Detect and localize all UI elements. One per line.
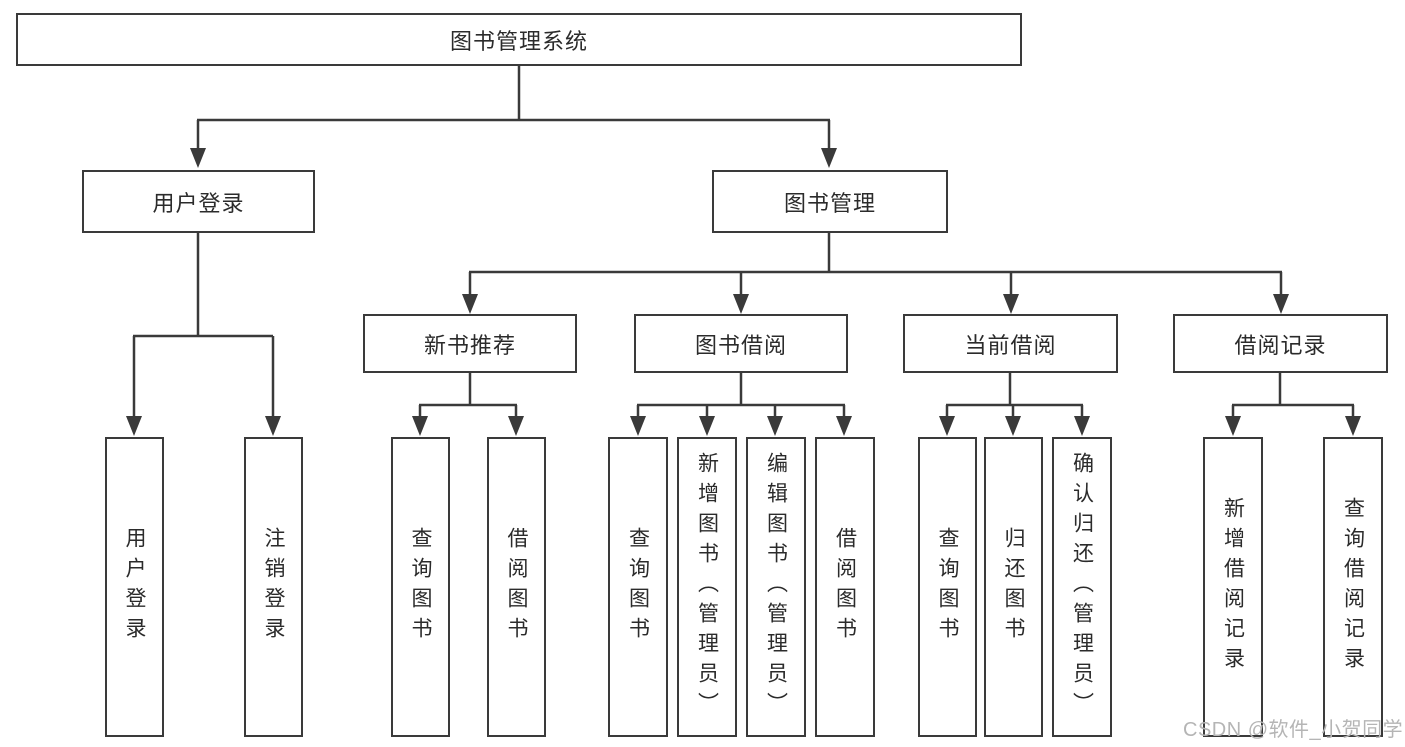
node-borrow-record: 借阅记录 — [1173, 314, 1388, 373]
csdn-watermark: CSDN @软件_小贺同学 — [1183, 719, 1404, 741]
leaf-label: 查询借阅记录 — [1341, 497, 1365, 677]
node-leaf-add-borrow-record: 新增借阅记录 — [1203, 437, 1263, 737]
node-book-borrow: 图书借阅 — [634, 314, 848, 373]
leaf-label: 用户登录 — [123, 527, 146, 647]
node-leaf-borrow-book-2: 借阅图书 — [815, 437, 875, 737]
leaf-label: 注销登录 — [262, 527, 285, 647]
leaf-label: 查询图书 — [409, 527, 432, 647]
node-current-borrow: 当前借阅 — [903, 314, 1118, 373]
node-book-management: 图书管理 — [712, 170, 948, 233]
node-root: 图书管理系统 — [16, 13, 1022, 66]
leaf-label: 新增图书（管理员） — [695, 452, 719, 722]
leaf-label: 确认归还（管理员） — [1070, 452, 1094, 722]
leaf-label: 查询图书 — [626, 527, 650, 647]
node-user-login: 用户登录 — [82, 170, 315, 233]
node-leaf-query-book-1: 查询图书 — [391, 437, 450, 737]
node-leaf-query-borrow-record: 查询借阅记录 — [1323, 437, 1383, 737]
node-new-book-recommend: 新书推荐 — [363, 314, 577, 373]
leaf-label: 借阅图书 — [505, 527, 528, 647]
node-leaf-confirm-return-admin: 确认归还（管理员） — [1052, 437, 1112, 737]
leaf-label: 查询图书 — [936, 527, 959, 647]
leaf-label: 借阅图书 — [833, 527, 857, 647]
node-leaf-return-book: 归还图书 — [984, 437, 1043, 737]
leaf-label: 归还图书 — [1002, 527, 1025, 647]
leaf-label: 编辑图书（管理员） — [764, 452, 788, 722]
node-leaf-edit-book-admin: 编辑图书（管理员） — [746, 437, 806, 737]
node-leaf-query-book-2: 查询图书 — [608, 437, 668, 737]
node-leaf-logout: 注销登录 — [244, 437, 303, 737]
node-leaf-user-login: 用户登录 — [105, 437, 164, 737]
leaf-label: 新增借阅记录 — [1221, 497, 1245, 677]
node-leaf-borrow-book-1: 借阅图书 — [487, 437, 546, 737]
node-leaf-add-book-admin: 新增图书（管理员） — [677, 437, 737, 737]
arrowheads — [126, 148, 1361, 436]
node-leaf-query-book-3: 查询图书 — [918, 437, 977, 737]
